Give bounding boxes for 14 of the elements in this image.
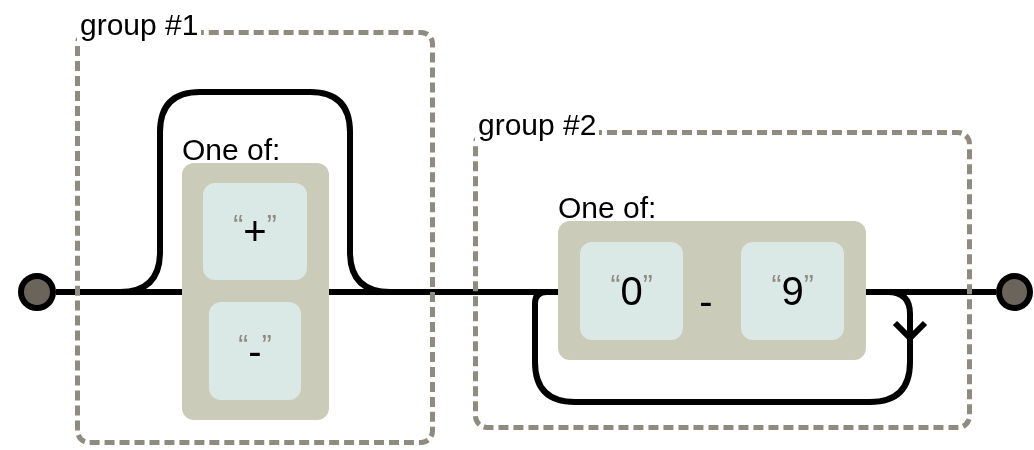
choice-heading: One of:: [182, 133, 281, 167]
literal-box: [580, 242, 683, 340]
terminal-circle: [18, 273, 56, 311]
literal-box: [203, 183, 307, 280]
terminal-circle: [996, 273, 1033, 311]
literal-box: [209, 302, 301, 400]
literal-text: $^{“}$9$^{”}$: [770, 266, 815, 315]
choice-heading: One of:: [558, 191, 657, 225]
connector: [866, 289, 996, 295]
literal-text: $^{“}$0$^{”}$: [609, 266, 654, 315]
literal-text: $^{“}$+$^{”}$: [232, 206, 278, 255]
literal-box: [741, 242, 844, 340]
literal-text: $^{“}$-$^{”}$: [237, 326, 273, 375]
range-separator: -: [698, 278, 714, 325]
